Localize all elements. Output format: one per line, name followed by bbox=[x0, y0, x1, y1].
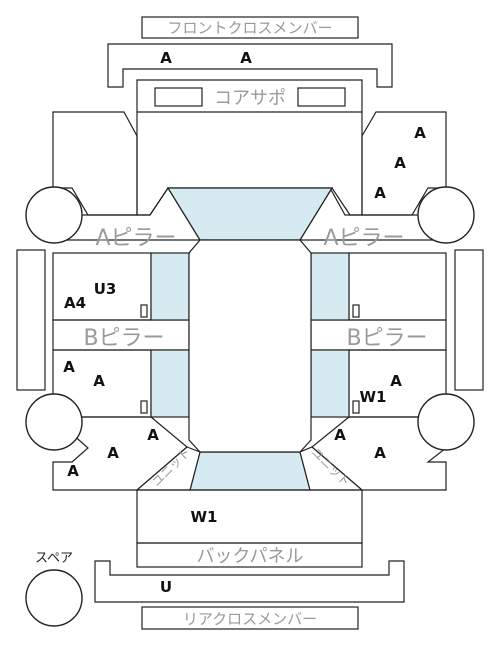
rear-cross-member-box bbox=[141, 606, 359, 630]
trunk-floor bbox=[136, 489, 363, 544]
code-front-right-upper: A bbox=[414, 124, 426, 142]
right-inner-sill-front bbox=[310, 252, 350, 321]
left-side-skirt bbox=[16, 249, 46, 391]
code-front-right-mid: A bbox=[394, 154, 406, 172]
code-right-rear-door-a: A bbox=[390, 372, 402, 390]
core-support-slot-right bbox=[297, 87, 346, 107]
code-left-rear-door-1: A bbox=[63, 358, 75, 376]
right-inner-sill-rear bbox=[310, 349, 350, 418]
right-a-pillar-label: Aピラー bbox=[323, 226, 404, 251]
right-side-skirt bbox=[454, 249, 484, 391]
dash-floor-panel bbox=[166, 187, 334, 241]
left-b-pillar-label: Bピラー bbox=[83, 326, 164, 351]
code-left-rear-door-2: A bbox=[93, 372, 105, 390]
rear-member-bracket bbox=[94, 560, 405, 603]
code-left-rear-quarter-3: A bbox=[67, 462, 79, 480]
left-inner-sill-front bbox=[150, 252, 190, 321]
spare-tire bbox=[25, 569, 83, 627]
front-cross-member-label: フロントクロスメンバー bbox=[167, 19, 332, 37]
right-front-door bbox=[348, 252, 447, 321]
left-inner-sill-rear bbox=[150, 349, 190, 418]
core-support-label: コアサポ bbox=[214, 88, 286, 109]
core-support-slot-left bbox=[154, 87, 203, 107]
back-panel-box bbox=[136, 542, 363, 568]
rear-left-wheel bbox=[25, 393, 83, 451]
code-left-rear-quarter-2: A bbox=[107, 444, 119, 462]
code-front-member-left: A bbox=[160, 49, 172, 67]
left-rear-door-marker bbox=[140, 400, 148, 414]
rear-floor-panel bbox=[189, 451, 311, 491]
right-b-pillar-label: Bピラー bbox=[346, 326, 427, 351]
right-front-door-marker bbox=[352, 304, 360, 318]
rear-right-wheel bbox=[417, 393, 475, 451]
right-rear-door-marker bbox=[352, 400, 360, 414]
code-front-right-lower: A bbox=[374, 184, 386, 202]
code-rear-member: U bbox=[160, 578, 172, 596]
front-left-wheel bbox=[25, 186, 83, 244]
code-trunk-floor: W1 bbox=[191, 508, 218, 526]
code-right-rear-quarter-2: A bbox=[374, 444, 386, 462]
left-front-door-marker bbox=[140, 304, 148, 318]
left-rear-quarter bbox=[51, 416, 188, 491]
left-a-pillar-label: Aピラー bbox=[95, 226, 176, 251]
front-member-bracket bbox=[107, 43, 393, 88]
code-left-pillar-u3: U3 bbox=[94, 280, 117, 298]
right-front-fender bbox=[361, 111, 447, 216]
code-left-pillar-a4: A4 bbox=[64, 294, 86, 312]
code-right-rear-door-w1: W1 bbox=[360, 388, 387, 406]
code-left-rear-quarter-1: A bbox=[147, 426, 159, 444]
code-front-member-right: A bbox=[240, 49, 252, 67]
front-cross-member-box bbox=[141, 16, 359, 39]
front-right-wheel bbox=[417, 186, 475, 244]
rear-cross-member-label: リアクロスメンバー bbox=[183, 610, 317, 628]
code-right-rear-quarter-1: A bbox=[334, 426, 346, 444]
spare-label: スペア bbox=[35, 551, 73, 566]
back-panel-label: バックパネル bbox=[196, 546, 303, 567]
cabin-floor-outline bbox=[188, 239, 312, 453]
